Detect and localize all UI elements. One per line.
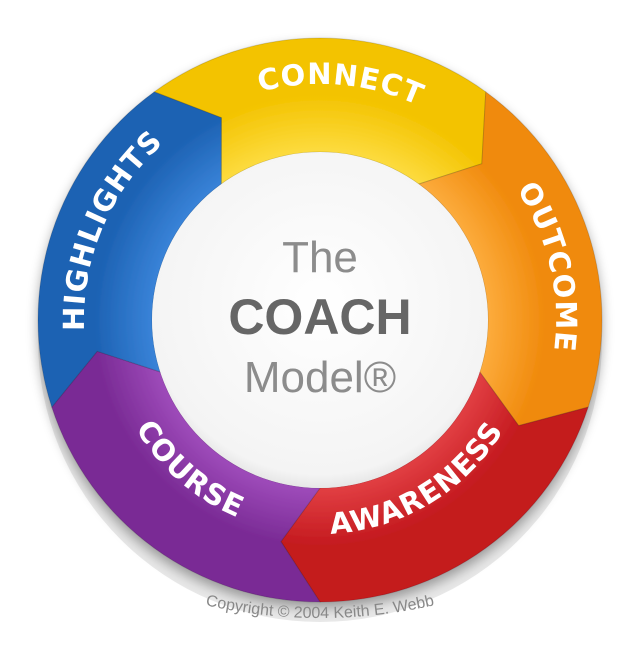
center-line-model: Model® (244, 353, 396, 402)
center-line-the: The (282, 233, 358, 282)
center-line-coach: COACH (228, 289, 411, 345)
ring-segments (37, 37, 603, 603)
center-disc (152, 152, 488, 488)
